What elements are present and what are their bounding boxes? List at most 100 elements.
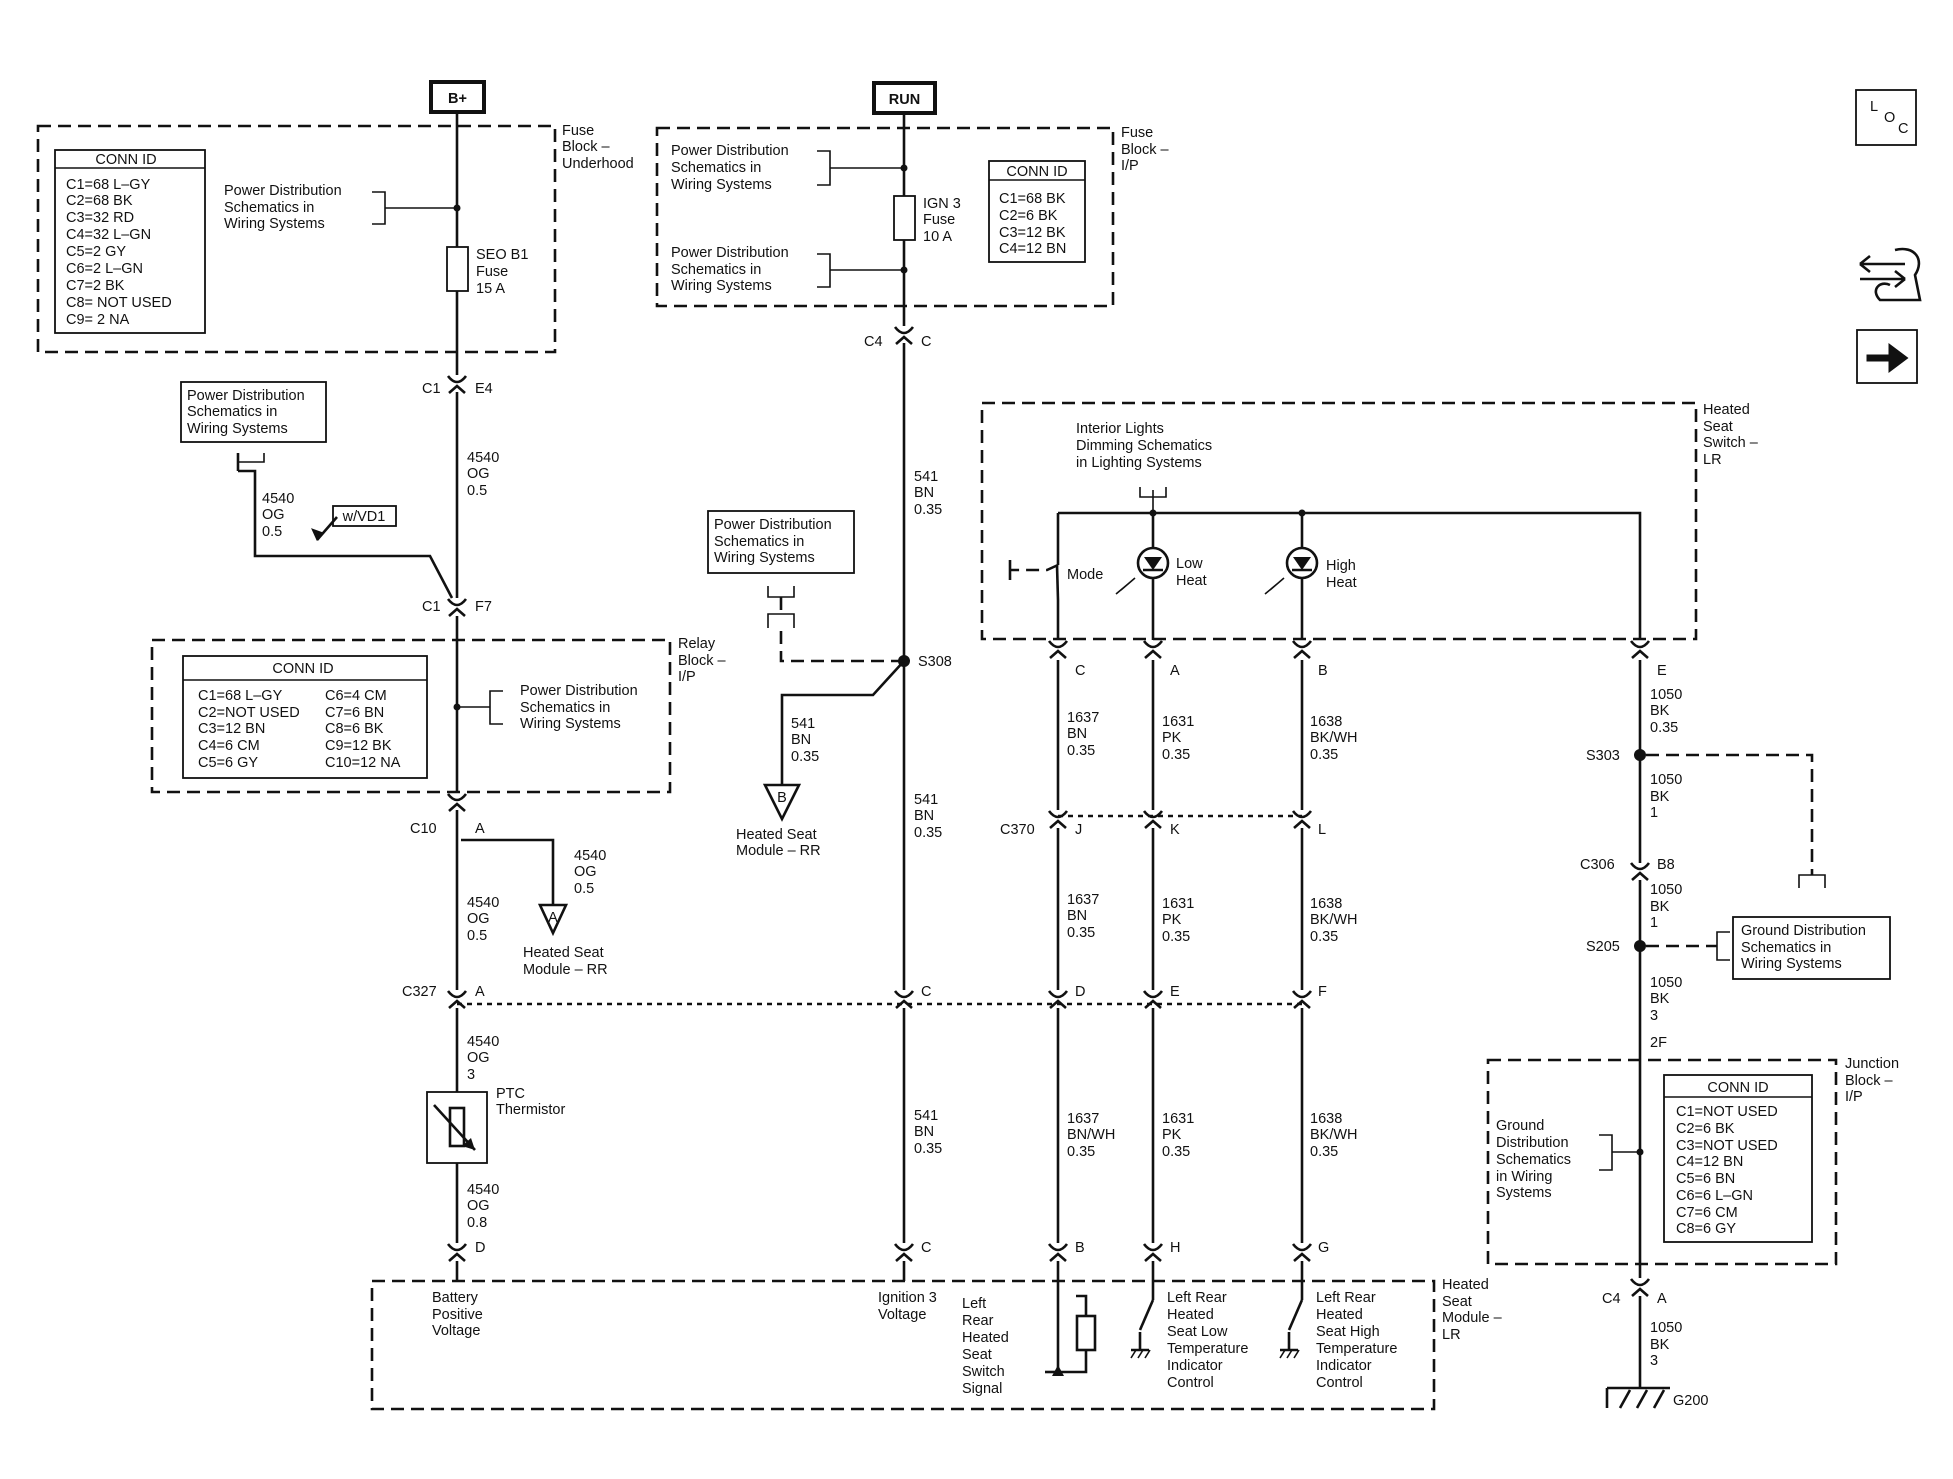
svg-text:C10=12 NA: C10=12 NA	[325, 755, 401, 771]
svg-text:B: B	[777, 790, 787, 806]
svg-text:Battery: Battery	[432, 1290, 479, 1306]
svg-text:Seat High: Seat High	[1316, 1324, 1380, 1340]
svg-text:E4: E4	[475, 381, 493, 397]
svg-text:Ground: Ground	[1496, 1118, 1544, 1134]
offpage-a: A Heated Seat Module – RR	[523, 903, 608, 978]
svg-text:K: K	[1170, 822, 1180, 838]
junction-block-ip-outline	[1486, 1058, 1838, 1266]
next-arrow-icon[interactable]	[1856, 329, 1918, 384]
svg-text:Underhood: Underhood	[562, 156, 634, 172]
svg-text:Heated: Heated	[962, 1330, 1009, 1346]
svg-text:BK/WH: BK/WH	[1310, 730, 1358, 746]
svg-text:IGN 3: IGN 3	[923, 196, 961, 212]
power-dist-ref-ip-1: Power Distribution Schematics in Wiring …	[671, 143, 831, 193]
svg-text:CONN ID: CONN ID	[1707, 1080, 1768, 1096]
svg-text:1050: 1050	[1650, 687, 1682, 703]
svg-text:C1=68 L–GY: C1=68 L–GY	[198, 688, 283, 704]
svg-text:0.5: 0.5	[574, 881, 594, 897]
run-source: RUN	[872, 81, 937, 115]
bplus-label: B+	[448, 91, 467, 107]
svg-text:BK: BK	[1650, 1337, 1670, 1353]
connector-pin	[1293, 999, 1311, 1009]
svg-text:Control: Control	[1167, 1375, 1214, 1391]
svg-text:Heated: Heated	[1703, 402, 1750, 418]
svg-text:Ignition 3: Ignition 3	[878, 1290, 937, 1306]
interior-lights-ref: Interior Lights Dimming Schematics in Li…	[1076, 421, 1212, 471]
connector-pin	[895, 335, 913, 345]
svg-text:Power Distribution: Power Distribution	[224, 183, 342, 199]
svg-text:Schematics in: Schematics in	[714, 534, 804, 550]
connector-pin	[1631, 1287, 1649, 1297]
svg-text:C327: C327	[402, 984, 437, 1000]
connector-cup	[1142, 640, 1164, 649]
svg-text:Wiring Systems: Wiring Systems	[1741, 956, 1842, 972]
svg-text:Schematics in: Schematics in	[520, 700, 610, 716]
svg-text:C9= 2 NA: C9= 2 NA	[66, 312, 130, 328]
svg-text:0.35: 0.35	[1310, 1144, 1338, 1160]
mode-switch: Mode	[1067, 567, 1103, 583]
power-dist-ref-underhood: Power Distribution Schematics in Wiring …	[224, 183, 461, 232]
svg-text:C1: C1	[422, 381, 441, 397]
svg-text:C: C	[1075, 663, 1085, 679]
loc-icon[interactable]: L O C	[1855, 89, 1917, 146]
svg-text:Mode: Mode	[1067, 567, 1103, 583]
svg-text:1050: 1050	[1650, 975, 1682, 991]
connector-cup	[446, 1243, 468, 1252]
svg-text:Wiring Systems: Wiring Systems	[671, 177, 772, 193]
svg-text:OG: OG	[467, 1050, 490, 1066]
svg-text:in Lighting Systems: in Lighting Systems	[1076, 455, 1202, 471]
relay-block-ip-outline	[150, 638, 672, 794]
svg-text:in Wiring: in Wiring	[1496, 1169, 1552, 1185]
module-pin-high-indicator: Left Rear Heated Seat High Temperature I…	[1316, 1290, 1397, 1391]
svg-text:A: A	[1170, 663, 1180, 679]
svg-text:0.35: 0.35	[1162, 929, 1190, 945]
svg-text:C: C	[921, 984, 931, 1000]
svg-text:C: C	[921, 334, 931, 350]
svg-text:Block –: Block –	[1121, 142, 1169, 158]
conn-table-fuse-ip: CONN ID C1=68 BK C2=6 BK C3=12 BK C4=12 …	[988, 160, 1086, 263]
svg-text:1050: 1050	[1650, 882, 1682, 898]
troubleshoot-icon[interactable]	[1859, 247, 1922, 302]
svg-text:G: G	[1318, 1240, 1329, 1256]
svg-text:C5=6 GY: C5=6 GY	[198, 755, 258, 771]
wire-label-4540-offpage: 4540 OG 0.5	[574, 848, 606, 897]
svg-text:I/P: I/P	[1845, 1089, 1863, 1105]
svg-text:C3=NOT USED: C3=NOT USED	[1676, 1138, 1778, 1154]
bplus-source: B+	[429, 80, 486, 114]
svg-text:1631: 1631	[1162, 1111, 1194, 1127]
svg-text:2F: 2F	[1650, 1035, 1667, 1051]
svg-text:Systems: Systems	[1496, 1185, 1552, 1201]
connector-cup	[1047, 990, 1069, 999]
svg-text:C8=6 GY: C8=6 GY	[1676, 1221, 1736, 1237]
power-dist-ref-ip-2: Power Distribution Schematics in Wiring …	[671, 245, 831, 294]
svg-text:Fuse: Fuse	[923, 212, 955, 228]
circuit-541	[767, 113, 916, 1281]
svg-text:BN: BN	[914, 1124, 934, 1140]
svg-text:1637: 1637	[1067, 892, 1099, 908]
heated-seat-switch-outline	[980, 401, 1698, 641]
connector-pin	[1049, 999, 1067, 1009]
svg-text:C5=6 BN: C5=6 BN	[1676, 1171, 1735, 1187]
offpage-b: B Heated Seat Module – RR	[736, 783, 821, 859]
svg-text:Seat: Seat	[1703, 419, 1733, 435]
connector-cup	[1291, 990, 1313, 999]
svg-text:Block –: Block –	[1845, 1073, 1893, 1089]
svg-text:1638: 1638	[1310, 896, 1342, 912]
svg-text:B8: B8	[1657, 857, 1675, 873]
svg-text:1638: 1638	[1310, 714, 1342, 730]
svg-text:0.35: 0.35	[1162, 747, 1190, 763]
svg-text:C3=12 BK: C3=12 BK	[999, 225, 1066, 241]
svg-text:1631: 1631	[1162, 714, 1194, 730]
svg-text:C4: C4	[1602, 1291, 1621, 1307]
low-heat-indicator-lamp: Low Heat	[1115, 546, 1207, 595]
connector-pin	[1049, 819, 1067, 829]
connector-pin	[1293, 819, 1311, 829]
svg-text:Dimming Schematics: Dimming Schematics	[1076, 438, 1212, 454]
svg-text:D: D	[1075, 984, 1085, 1000]
svg-text:C7=6 CM: C7=6 CM	[1676, 1205, 1738, 1221]
connector-cup	[1291, 1243, 1313, 1252]
connector-cup	[893, 990, 915, 999]
svg-text:G200: G200	[1673, 1393, 1708, 1409]
power-dist-ref-box-left: Power Distribution Schematics in Wiring …	[180, 381, 327, 463]
svg-text:D: D	[475, 1240, 485, 1256]
